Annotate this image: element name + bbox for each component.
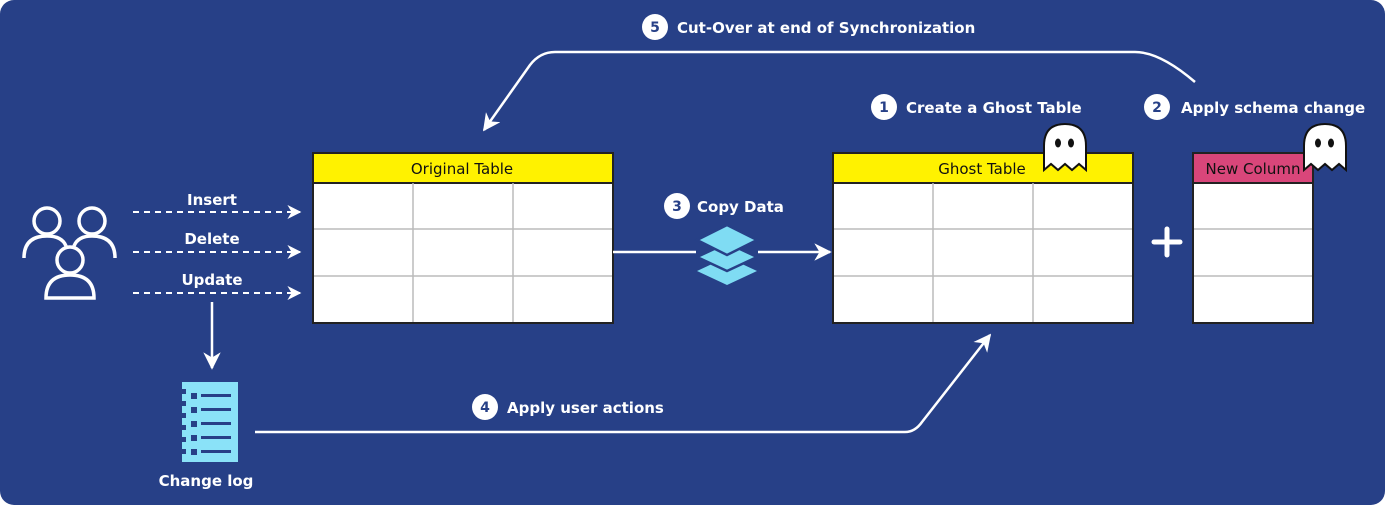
step-4-number: 4	[480, 400, 490, 416]
step-2-badge: 2	[1144, 94, 1170, 120]
step-3-badge: 3	[664, 193, 690, 219]
original-table-title: Original Table	[411, 160, 513, 178]
step-1-number: 1	[879, 100, 889, 116]
cutover-arrow	[482, 50, 1196, 132]
layers-icon	[694, 223, 760, 285]
ghost-icon	[1043, 122, 1087, 173]
original-table	[312, 152, 614, 324]
step-5-badge: 5	[642, 14, 668, 40]
step-5-label: Cut-Over at end of Synchronization	[677, 19, 975, 37]
step-5-number: 5	[650, 20, 660, 36]
ghost-table	[832, 152, 1134, 324]
step-4-badge: 4	[472, 394, 498, 420]
step-4-label: Apply user actions	[507, 399, 664, 417]
users-icon	[22, 206, 117, 300]
changelog-label: Change log	[159, 472, 254, 490]
new-column-title: New Column	[1206, 160, 1301, 178]
step-3-label: Copy Data	[697, 198, 784, 216]
changelog-icon	[176, 382, 238, 462]
step-3-number: 3	[672, 199, 682, 215]
step-1-label: Create a Ghost Table	[906, 99, 1082, 117]
plus-icon	[1151, 226, 1183, 258]
step-1-badge: 1	[871, 94, 897, 120]
step-2-label: Apply schema change	[1181, 99, 1365, 117]
insert-label: Insert	[187, 191, 237, 209]
ghost-icon	[1303, 122, 1347, 173]
update-label: Update	[181, 271, 242, 289]
step-2-number: 2	[1152, 100, 1162, 116]
new-column-table	[1192, 152, 1314, 324]
apply-actions-arrow	[255, 333, 992, 434]
delete-label: Delete	[184, 230, 239, 248]
ghost-table-title: Ghost Table	[938, 160, 1026, 178]
